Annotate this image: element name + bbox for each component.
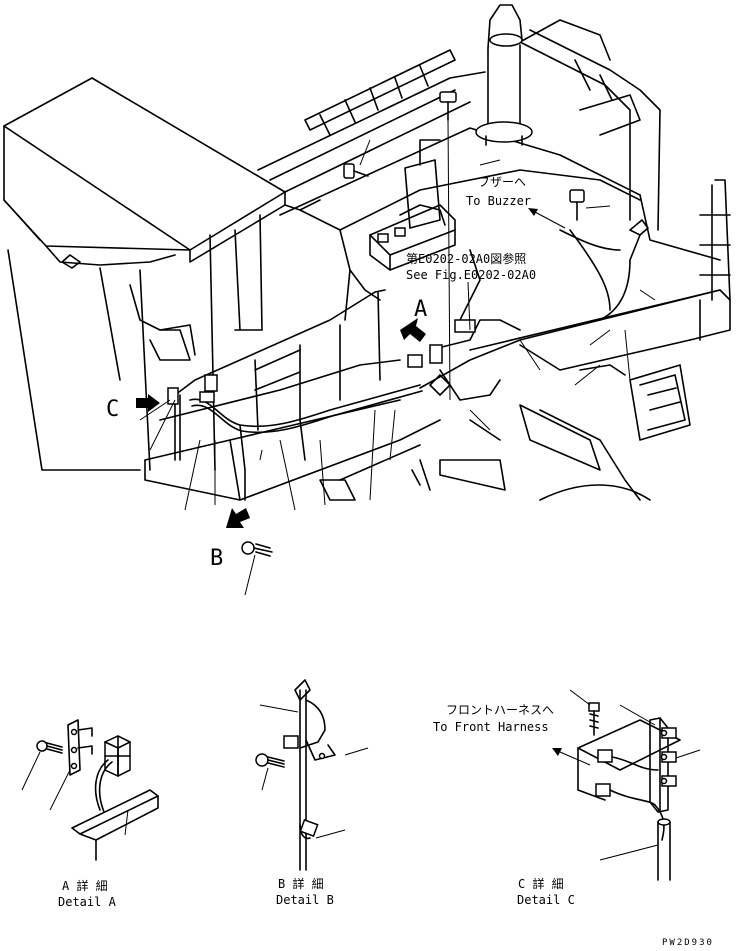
frame-right — [469, 179, 731, 441]
track-area — [319, 404, 651, 501]
railing-left — [144, 289, 441, 501]
view-arrow-b: B — [210, 508, 250, 571]
detail-c-jp: C 詳 細 — [518, 876, 564, 891]
figure-code: PW2D930 — [662, 938, 714, 948]
detail-a-drawing — [21, 719, 159, 861]
bolt-b — [241, 541, 273, 557]
callout-a-label: A — [414, 297, 427, 322]
machine-assembly: A B C ブザーへ To Buzzer 第E0202-02A0図参照 See … — [3, 4, 731, 596]
detail-b-en: Detail B — [276, 893, 334, 907]
detail-c-en: Detail C — [517, 893, 575, 907]
buzzer-callout: ブザーへ To Buzzer — [466, 174, 566, 229]
buzzer-label-jp: ブザーへ — [478, 174, 526, 189]
figure-reference: 第E0202-02A0図参照 See Fig.E0202-02A0 — [406, 251, 536, 331]
connector-cluster-c — [167, 374, 218, 405]
ref-label-jp: 第E0202-02A0図参照 — [406, 251, 526, 266]
view-arrow-a: A — [400, 297, 427, 342]
detail-b-caption: B 詳 細 Detail B — [276, 876, 334, 907]
leader-lines — [139, 159, 656, 596]
detail-b-drawing — [255, 679, 369, 871]
detail-c-caption: C 詳 細 Detail C — [517, 876, 575, 907]
detail-b-jp: B 詳 細 — [278, 876, 324, 891]
detail-a-jp: A 詳 細 — [62, 878, 108, 893]
bolt-top — [439, 91, 457, 401]
front-harness-label-jp: フロントハーネスへ — [446, 703, 554, 717]
muffler — [475, 4, 533, 146]
bolt-right — [569, 189, 611, 221]
detail-a-caption: A 詳 細 Detail A — [58, 878, 117, 909]
ref-label-en: See Fig.E0202-02A0 — [406, 268, 536, 282]
view-arrow-c: C — [106, 394, 160, 422]
engine-hood — [257, 19, 721, 301]
bolt-left — [343, 139, 371, 179]
callout-b-label: B — [210, 546, 223, 571]
detail-a-en: Detail A — [58, 895, 117, 909]
buzzer-label-en: To Buzzer — [466, 194, 531, 208]
detail-c-drawing: フロントハーネスへ To Front Harness — [433, 689, 701, 881]
callout-c-label: C — [106, 397, 119, 422]
cab — [3, 77, 351, 471]
connector-cluster-a — [407, 319, 476, 396]
battery-box — [369, 139, 456, 271]
front-harness-label-en: To Front Harness — [433, 720, 549, 734]
